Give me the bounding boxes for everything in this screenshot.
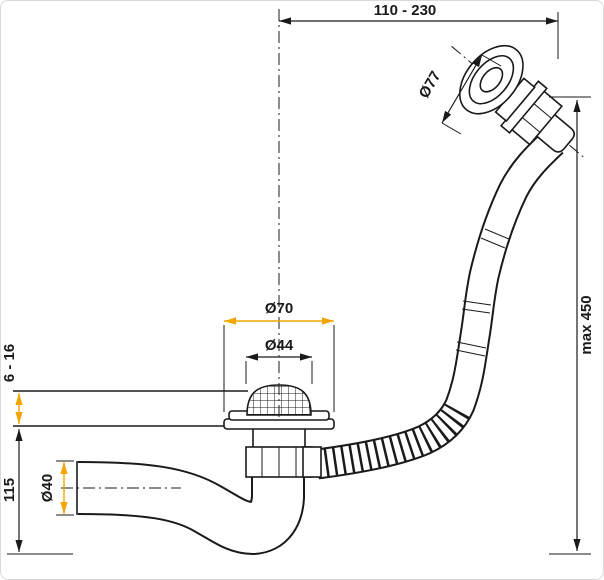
drain-neck [252,427,306,449]
dim-trap-depth: 115 [1,429,73,555]
dim-panel-thickness-label: 6 - 16 [1,344,18,382]
head-elbow [534,112,575,153]
dim-max-hose-height: max 450 [549,96,595,555]
tub-panel-lines [13,390,248,427]
flexible-hose [315,130,564,480]
dim-overflow-cap-label: Ø77 [416,68,445,101]
dim-plug: Ø44 [245,337,313,384]
drain-body [245,427,322,478]
hose-band-marks [455,228,510,357]
side-outlet [302,446,322,478]
dim-pipe-label: Ø40 [39,474,56,502]
dim-flange: Ø70 [223,300,335,412]
dim-trap-depth-label: 115 [1,478,18,502]
dim-max-hose-height-label: max 450 [578,295,595,354]
centerlines [61,9,280,489]
dim-horizontal-reach-label: 110 - 230 [374,2,437,19]
dim-flange-label: Ø70 [265,300,293,317]
dim-plug-label: Ø44 [265,337,294,354]
dim-horizontal-reach: 110 - 230 [279,2,559,59]
dim-panel-thickness: 6 - 16 [1,344,23,424]
dim-pipe: Ø40 [39,460,74,516]
